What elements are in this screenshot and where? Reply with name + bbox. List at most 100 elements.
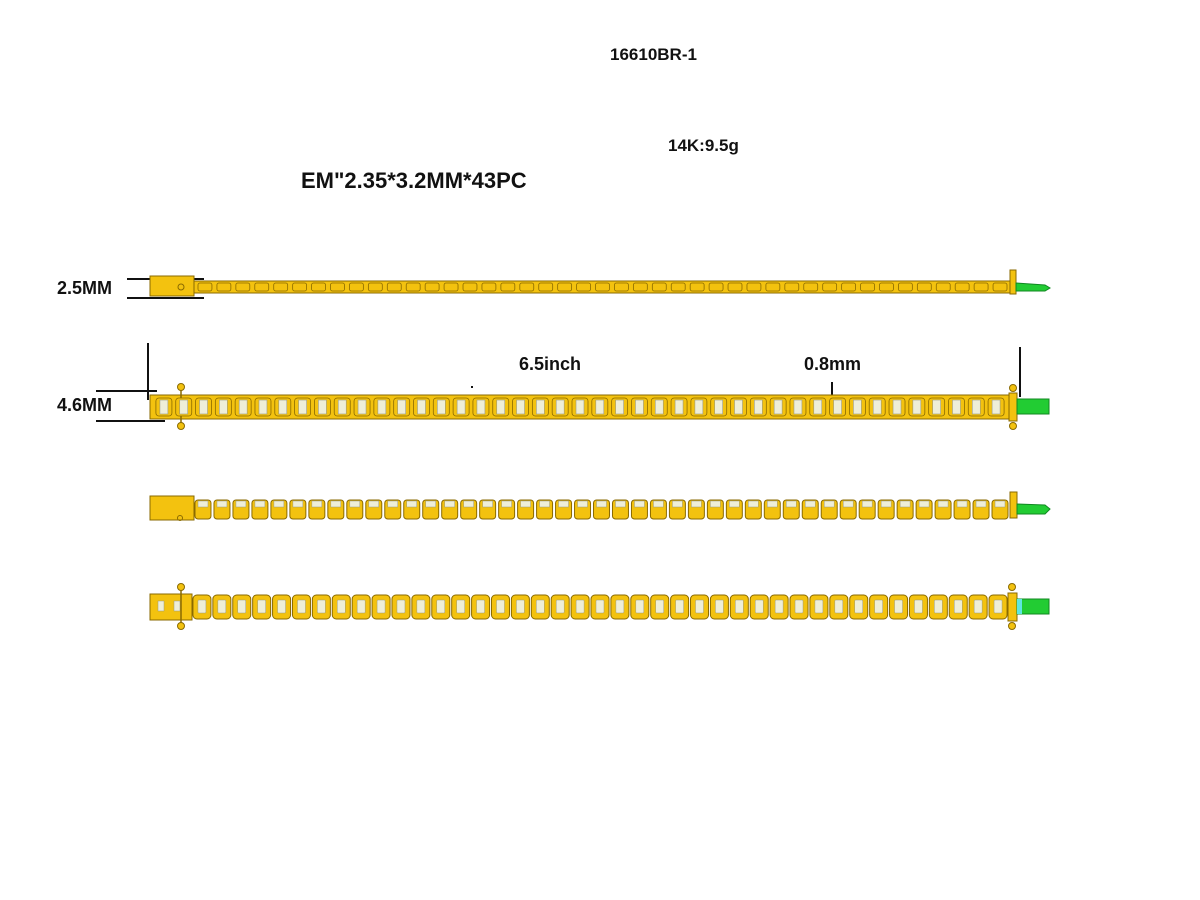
emerald-stone xyxy=(892,399,902,415)
emerald-stone xyxy=(674,399,684,415)
bottom-stone-window xyxy=(774,599,784,614)
bottom-clasp-knob-top xyxy=(1008,583,1016,591)
angled-stone xyxy=(406,500,417,508)
angled-clasp-tongue xyxy=(1016,503,1051,515)
emerald-stone xyxy=(318,399,327,415)
angled-stone xyxy=(311,500,323,508)
emerald-stone xyxy=(912,399,922,415)
emerald-stone xyxy=(813,399,823,415)
bottom-stone-window xyxy=(297,599,306,614)
angled-stone xyxy=(501,500,512,508)
bottom-stone-window xyxy=(217,599,227,614)
side-link xyxy=(784,282,800,292)
emerald-stone xyxy=(754,399,763,415)
bottom-stone-window xyxy=(456,599,465,614)
bottom-stone-window xyxy=(675,599,684,614)
angled-stone xyxy=(577,500,588,508)
side-link xyxy=(954,282,970,292)
top-clasp-end xyxy=(1008,392,1018,422)
side-link xyxy=(311,282,326,292)
emerald-stone xyxy=(456,399,466,415)
angled-stone xyxy=(880,500,892,508)
emerald-stone xyxy=(694,399,704,415)
emerald-stone xyxy=(555,399,565,415)
emerald-stone xyxy=(496,399,506,415)
bottom-clasp-end xyxy=(1007,592,1018,622)
side-link xyxy=(614,282,629,292)
top-clasp-tongue xyxy=(1016,398,1050,415)
side-link xyxy=(273,282,289,292)
bottom-stone-window xyxy=(476,599,485,614)
dimension-length-label: 6.5inch xyxy=(519,354,582,374)
side-link xyxy=(216,282,232,292)
stone-spec: EM"2.35*3.2MM*43PC xyxy=(301,168,527,193)
angled-clasp-pin xyxy=(177,515,183,521)
emerald-stone xyxy=(714,399,723,415)
emerald-stone xyxy=(575,399,585,415)
side-link xyxy=(841,282,856,292)
emerald-stone xyxy=(337,399,347,415)
side-link xyxy=(197,282,213,292)
side-link xyxy=(708,282,724,292)
angled-stone xyxy=(842,500,854,508)
bottom-stone-window xyxy=(277,599,286,614)
bottom-stone-window xyxy=(516,599,525,614)
emerald-stone xyxy=(238,399,248,415)
clasp-tongue xyxy=(1015,282,1051,292)
bottom-stone-window xyxy=(376,599,386,614)
side-link xyxy=(898,282,913,292)
angled-stone xyxy=(368,500,380,508)
side-link xyxy=(538,282,554,292)
angled-stone xyxy=(425,500,436,508)
bracelet-bottom-view xyxy=(149,583,1050,630)
bottom-stone-window xyxy=(197,599,207,614)
bottom-stone-window xyxy=(894,599,903,614)
emerald-stone xyxy=(357,399,367,415)
side-link xyxy=(860,282,875,292)
bottom-stone-window xyxy=(356,599,366,614)
dimension-height-label: 2.5MM xyxy=(57,278,113,298)
bottom-stone-window xyxy=(257,599,266,614)
emerald-stone xyxy=(179,399,189,415)
bottom-stone-window xyxy=(337,599,346,614)
emerald-stone xyxy=(853,399,862,415)
emerald-stone xyxy=(833,399,842,415)
angled-clasp-end xyxy=(1009,491,1018,519)
dimension-width-label: 4.6MM xyxy=(57,395,113,415)
emerald-stone xyxy=(298,399,307,415)
bottom-clasp-box xyxy=(149,593,193,621)
angled-stone xyxy=(956,500,968,508)
bottom-clasp-tongue-highlight xyxy=(1017,599,1022,614)
emerald-stone xyxy=(199,399,208,415)
clasp-box xyxy=(149,275,195,297)
bottom-stone-window xyxy=(555,599,565,614)
clasp-pin xyxy=(177,283,185,291)
bottom-stone-window xyxy=(317,599,326,614)
angled-stone xyxy=(273,500,285,508)
angled-stone xyxy=(899,500,911,508)
angled-stone xyxy=(520,500,531,508)
angled-stone xyxy=(767,500,778,508)
side-link xyxy=(443,282,459,292)
metal-weight: 14K:9.5g xyxy=(668,136,739,155)
side-link xyxy=(651,282,667,292)
side-link xyxy=(367,282,383,292)
side-link xyxy=(481,282,497,292)
bottom-stone-window xyxy=(914,599,923,614)
emerald-stone xyxy=(397,399,406,415)
side-link xyxy=(292,282,307,292)
emerald-stone xyxy=(377,399,387,415)
bottom-stone-window xyxy=(735,599,744,614)
bracelet-top-view xyxy=(149,383,1050,430)
angled-stone xyxy=(786,500,797,508)
angled-stone xyxy=(918,500,930,508)
side-link xyxy=(935,282,951,292)
side-link xyxy=(973,282,989,292)
emerald-stone xyxy=(991,399,1001,415)
bottom-stone-window xyxy=(237,599,247,614)
bottom-stone-window xyxy=(854,599,863,614)
emerald-stone xyxy=(952,399,961,415)
side-link xyxy=(765,282,781,292)
bottom-stone-window xyxy=(874,599,883,614)
angled-stone xyxy=(349,500,361,508)
